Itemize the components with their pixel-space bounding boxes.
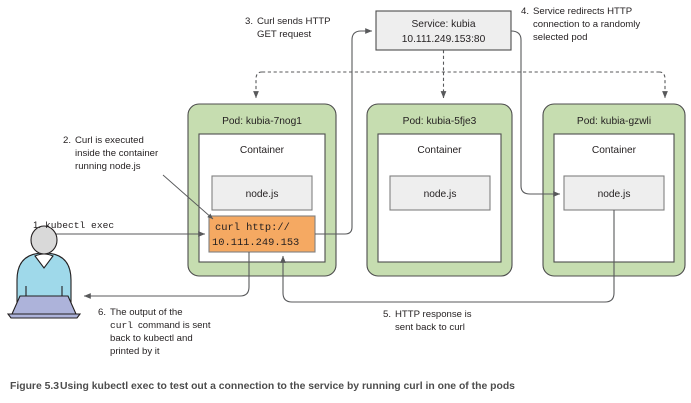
annotation-step-1: 1. kubectl exec <box>33 220 114 231</box>
annotation-step-4: 4. Service redirects HTTP connection to … <box>521 6 640 43</box>
step-6-line-1: The output of the <box>110 307 183 318</box>
pod-2-title: Pod: kubia-5fje3 <box>403 116 477 127</box>
pod-kubia-7nog1: Pod: kubia-7nog1 Container node.js curl … <box>187 103 337 277</box>
step-4-number: 4. <box>521 6 529 17</box>
pod-kubia-5fje3: Pod: kubia-5fje3 Container node.js <box>366 103 513 277</box>
step-6-line-4: printed by it <box>110 346 160 357</box>
pod-1-title: Pod: kubia-7nog1 <box>222 116 302 127</box>
service-pod-selector-links <box>253 50 668 99</box>
annotation-step-3: 3. Curl sends HTTP GET request <box>245 16 331 40</box>
pod-1-nodejs-label: node.js <box>246 189 279 200</box>
step-2-line-3: running node.js <box>75 161 141 172</box>
step-6-mono-word: curl <box>110 320 133 331</box>
step-2-number: 2. <box>63 135 71 146</box>
step-6-line-2-rest: command is sent <box>138 320 211 331</box>
flow-curl-to-service <box>315 28 373 235</box>
annotation-step-6: 6. The output of the curl command is sen… <box>98 307 211 357</box>
caption-label: Figure 5.3 <box>10 381 59 392</box>
flow-service-to-pod3 <box>510 30 561 197</box>
step-2-line-2: inside the container <box>75 148 159 159</box>
step-4-line-2: connection to a randomly <box>533 19 640 30</box>
step-6-number: 6. <box>98 307 106 318</box>
pod-2-nodejs-label: node.js <box>424 189 457 200</box>
pod-1-curl-command-line1: curl http:// <box>215 222 290 234</box>
step-6-line-3: back to kubectl and <box>110 333 193 344</box>
pod-2-container-label: Container <box>417 145 462 156</box>
annotation-step-2: 2. Curl is executed inside the container… <box>63 135 214 220</box>
step-5-line-2: sent back to curl <box>395 322 465 333</box>
caption-text: Using kubectl exec to test out a connect… <box>60 381 515 392</box>
flow-output-to-kubectl <box>83 252 250 299</box>
step-3-line-2: GET request <box>257 29 312 40</box>
pod-1-curl-command-line2: 10.111.249.153 <box>212 237 299 249</box>
step-4-line-1: Service redirects HTTP <box>533 6 632 17</box>
step-1-number: 1. <box>33 220 41 231</box>
pod-3-nodejs-label: node.js <box>598 189 631 200</box>
pod-3-title: Pod: kubia-gzwli <box>577 116 651 127</box>
pod-1-container-label: Container <box>240 145 285 156</box>
step-2-line-1: Curl is executed <box>75 135 144 146</box>
user-at-laptop-icon <box>6 225 82 319</box>
step-3-number: 3. <box>245 16 253 27</box>
pod-kubia-gzwli: Pod: kubia-gzwli Container node.js <box>542 103 686 277</box>
step-3-line-1: Curl sends HTTP <box>257 16 331 27</box>
service-address-label: 10.111.249.153:80 <box>402 34 486 45</box>
flow-http-response <box>280 210 615 303</box>
step-1-line-1: kubectl exec <box>45 220 114 231</box>
service-name-label: Service: kubia <box>412 19 476 30</box>
annotation-step-5: 5. HTTP response is sent back to curl <box>383 309 472 333</box>
figure-caption: Figure 5.3 Using kubectl exec to test ou… <box>10 381 515 392</box>
step-5-number: 5. <box>383 309 391 320</box>
step-4-line-3: selected pod <box>533 32 587 43</box>
pod-3-container-label: Container <box>592 145 637 156</box>
step-5-line-1: HTTP response is <box>395 309 472 320</box>
service-box: Service: kubia 10.111.249.153:80 <box>375 10 512 51</box>
